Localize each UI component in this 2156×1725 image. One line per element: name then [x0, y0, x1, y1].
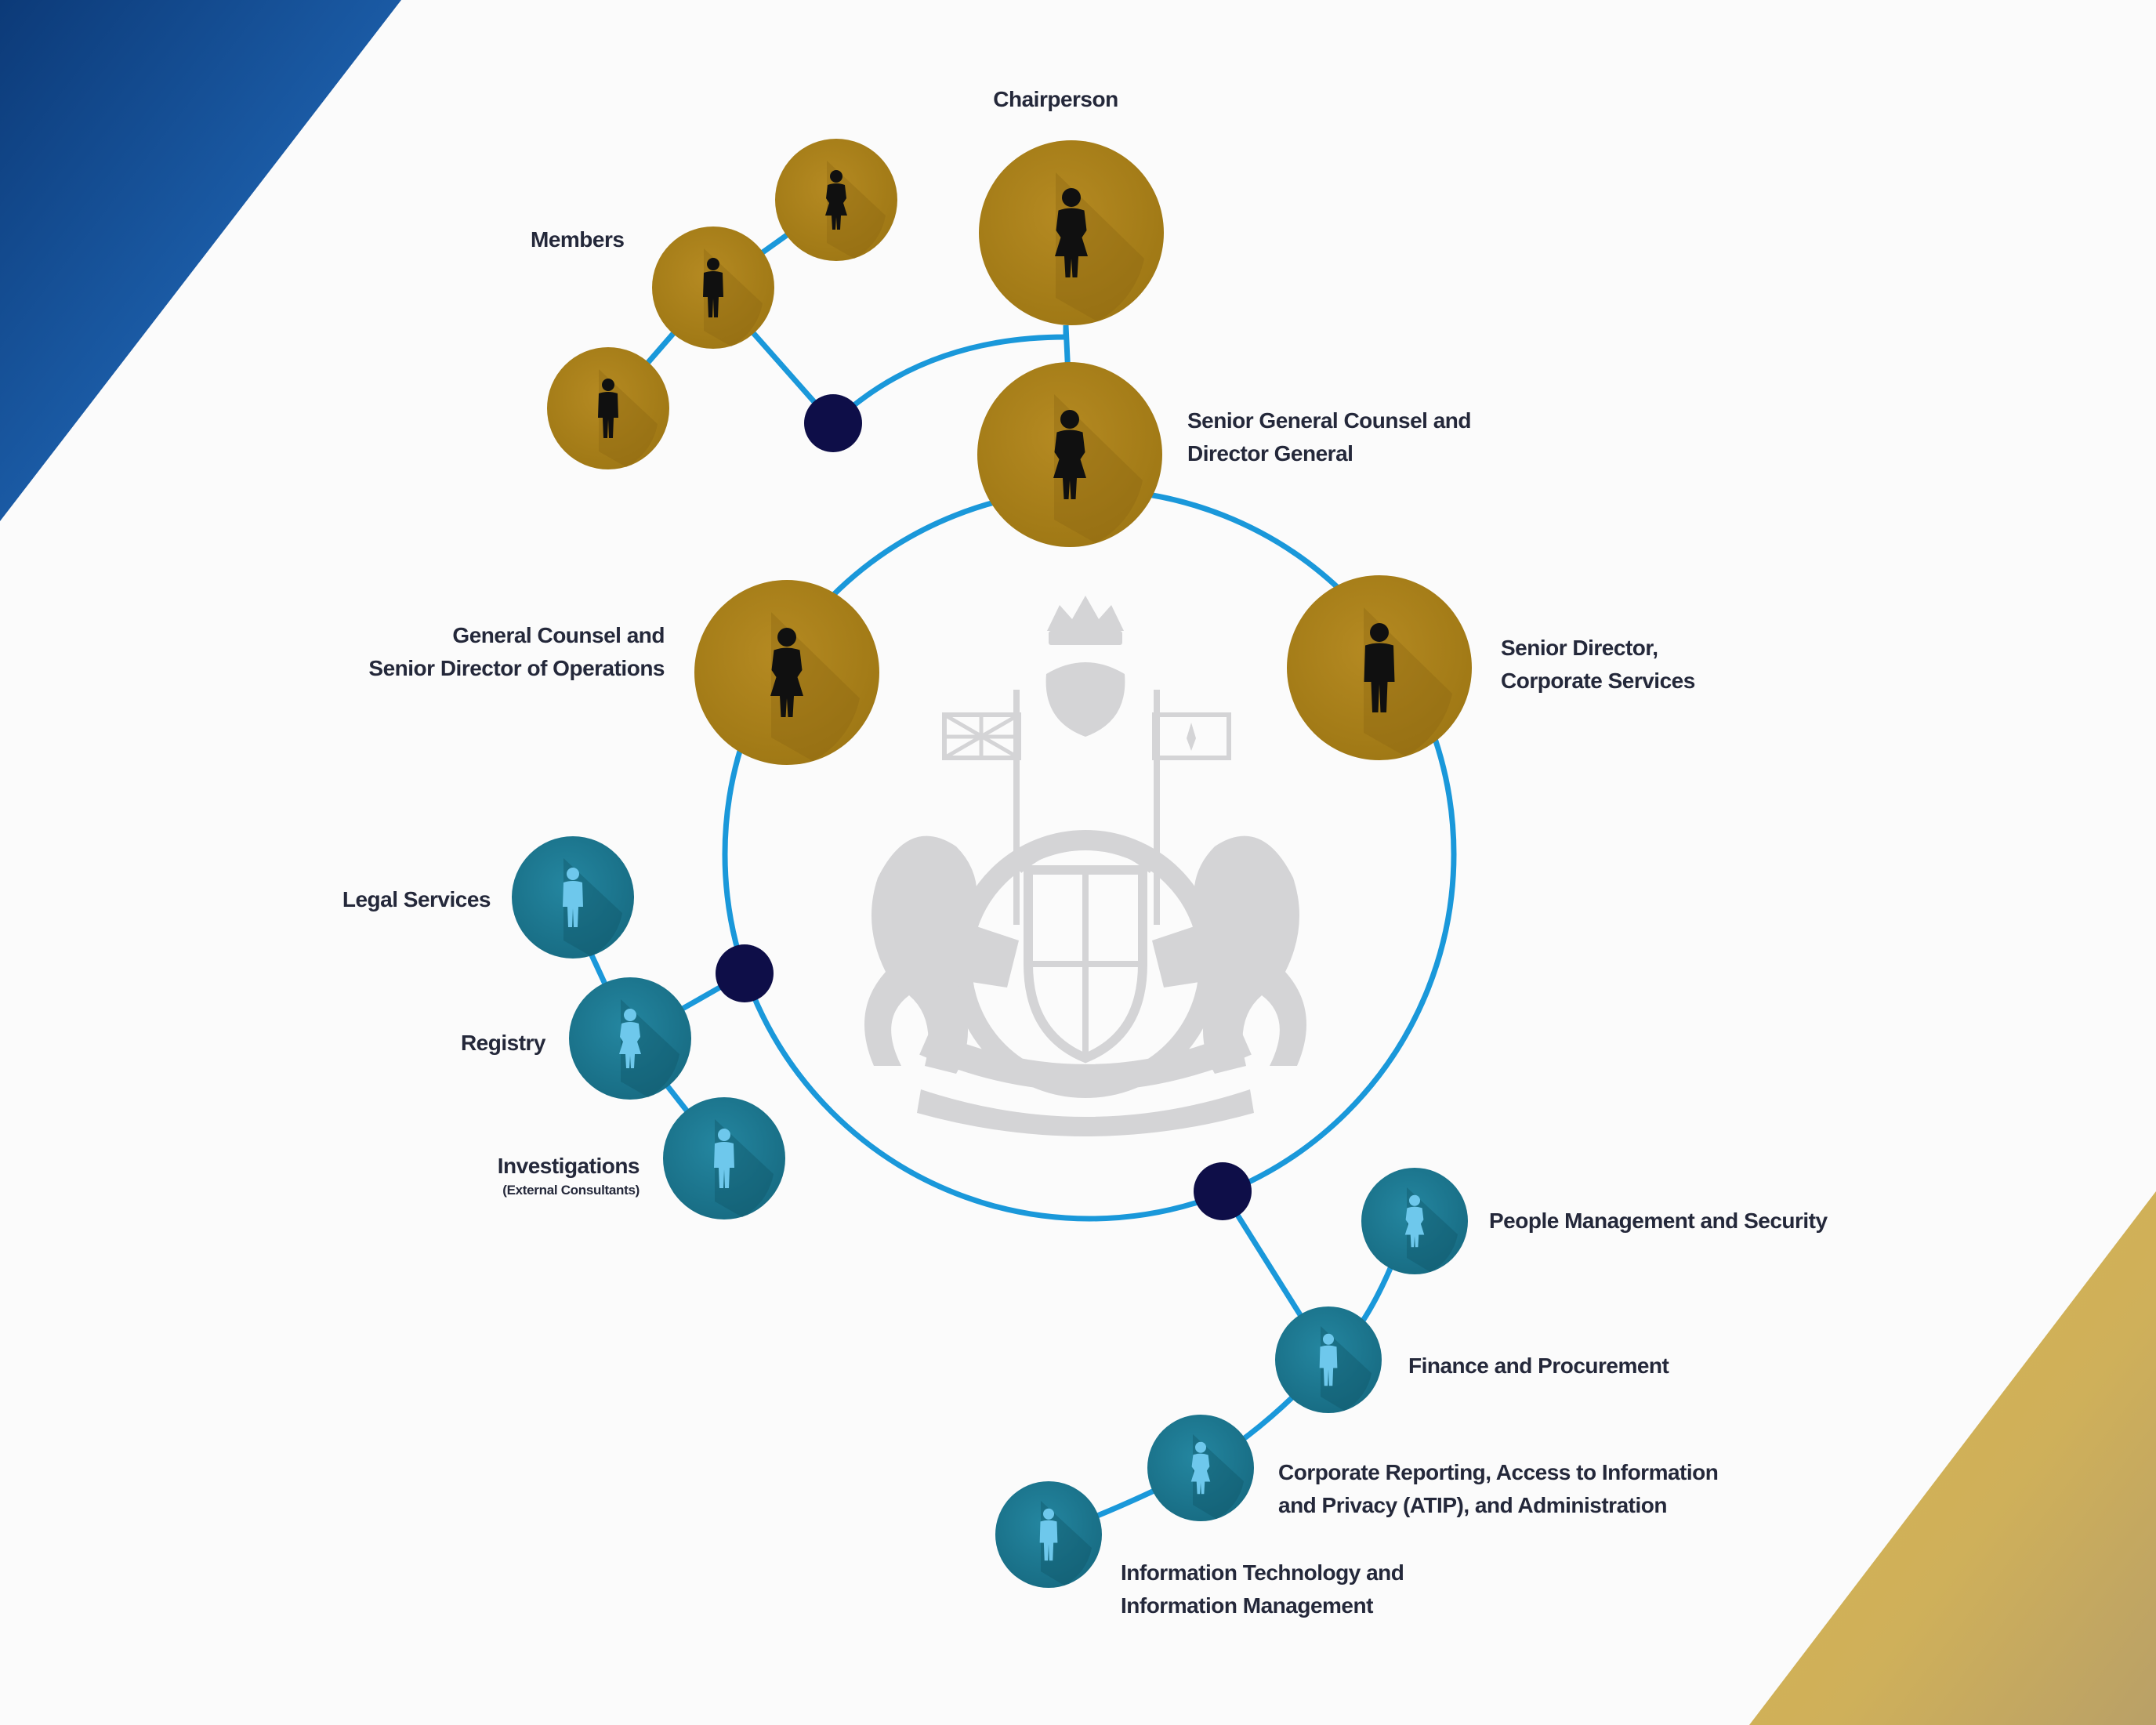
label-information-technology-management: Information Technology and Information M…: [1121, 1560, 1404, 1618]
label-people-management-security: People Management and Security: [1489, 1209, 1828, 1233]
corporate-hub: [1194, 1162, 1252, 1220]
label-legal-services: Legal Services: [342, 887, 491, 911]
node-registry[interactable]: [569, 977, 691, 1100]
label-senior-director-corporate-services: Senior Director, Corporate Services: [1501, 636, 1695, 693]
members-hub: [804, 394, 862, 452]
coat-of-arms-icon: [864, 596, 1306, 1136]
label-senior-general-counsel-director-general: Senior General Counsel and Director Gene…: [1187, 408, 1471, 466]
node-people-management-security[interactable]: [1361, 1168, 1468, 1274]
operations-hub: [716, 944, 774, 1002]
label-investigations-sub: (External Consultants): [502, 1183, 640, 1198]
node-chairperson[interactable]: [979, 140, 1164, 325]
label-chairperson: Chairperson: [993, 87, 1118, 111]
node-member-3[interactable]: [547, 347, 669, 469]
corner-blue-shape: [0, 0, 401, 521]
node-member-1[interactable]: [775, 139, 897, 261]
label-registry: Registry: [460, 1031, 546, 1055]
node-legal-services[interactable]: [512, 836, 634, 959]
node-investigations[interactable]: [663, 1097, 785, 1219]
node-member-2[interactable]: [652, 226, 774, 349]
label-corporate-reporting-atip-administration: Corporate Reporting, Access to Informati…: [1278, 1460, 1719, 1517]
label-members: Members: [531, 227, 625, 252]
label-general-counsel-senior-director-operations: General Counsel and Senior Director of O…: [368, 623, 665, 680]
corner-gold-shape: [1749, 1191, 2156, 1725]
node-corporate-reporting-atip-administration[interactable]: [1147, 1415, 1254, 1521]
node-senior-director-corporate-services[interactable]: [1287, 575, 1472, 760]
label-finance-procurement: Finance and Procurement: [1408, 1354, 1669, 1378]
node-senior-general-counsel-director-general[interactable]: [977, 362, 1162, 547]
members-hub-to-chair-link: [831, 325, 1069, 426]
node-finance-procurement[interactable]: [1275, 1306, 1382, 1413]
label-investigations: Investigations (External Consultants): [439, 1150, 640, 1198]
node-general-counsel-senior-director-operations[interactable]: [694, 580, 879, 765]
node-information-technology-management[interactable]: [995, 1481, 1102, 1588]
